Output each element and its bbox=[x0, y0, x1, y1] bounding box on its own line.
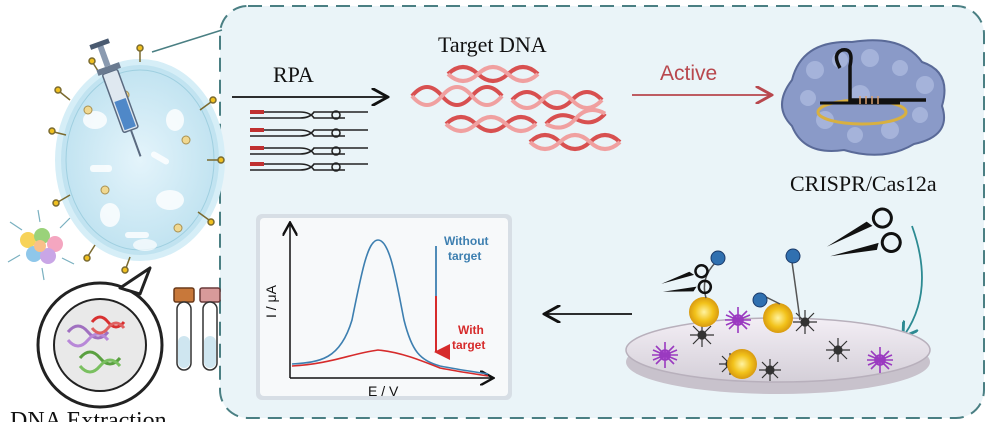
y-axis-label: I / μA bbox=[263, 284, 279, 318]
without-target-label-1: Without bbox=[444, 234, 489, 248]
without-target-label-2: target bbox=[448, 249, 481, 263]
dna-extraction-label: DNA Extraction bbox=[10, 408, 167, 422]
sample-tubes bbox=[173, 287, 221, 371]
series-without-target bbox=[291, 239, 489, 375]
cell-illustration bbox=[48, 44, 225, 274]
active-label: Active bbox=[660, 62, 717, 85]
crispr-label: CRISPR/Cas12a bbox=[790, 171, 937, 196]
x-axis-label: E / V bbox=[368, 383, 399, 399]
with-target-label-2: target bbox=[452, 338, 485, 352]
voltammogram-panel: I / μA E / V Without target With target bbox=[256, 214, 512, 400]
with-target-label-1: With bbox=[458, 323, 484, 337]
syringe-icon bbox=[89, 38, 142, 157]
rpa-primers-icon bbox=[250, 110, 368, 172]
curved-down-arrow bbox=[905, 225, 923, 334]
panel-connector bbox=[151, 29, 223, 53]
target-dna-helices bbox=[410, 65, 622, 151]
scissors-icon-small bbox=[661, 263, 713, 295]
series-with-target bbox=[291, 349, 489, 377]
electrode-dish bbox=[625, 248, 931, 394]
pathogen-icon bbox=[7, 209, 75, 281]
cas12a-protein-icon bbox=[781, 39, 946, 156]
dna-extraction-bubble bbox=[36, 266, 164, 409]
target-dna-label: Target DNA bbox=[438, 32, 547, 57]
rpa-label: RPA bbox=[273, 62, 314, 87]
